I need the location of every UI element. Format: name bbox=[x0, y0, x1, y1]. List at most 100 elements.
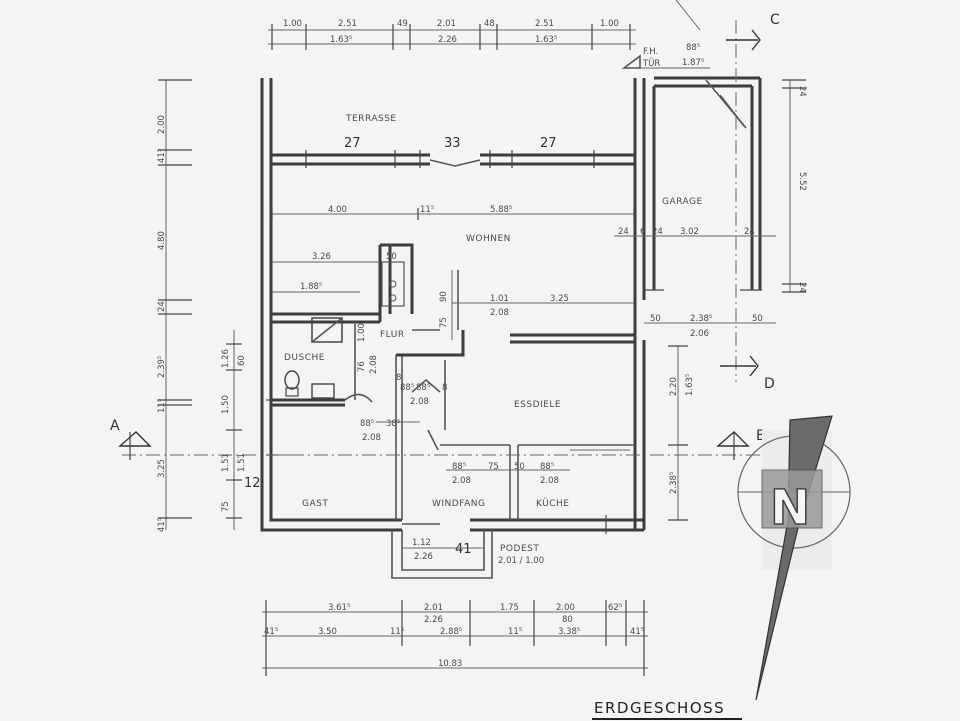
svg-text:2.08: 2.08 bbox=[490, 308, 509, 318]
podest-outline bbox=[391, 530, 493, 579]
section-markers: A B C D bbox=[110, 12, 780, 460]
dim-right-ess-2: 1.63⁵ bbox=[685, 374, 695, 396]
svg-text:F.H.: F.H. bbox=[643, 47, 658, 57]
svg-text:2.08: 2.08 bbox=[540, 476, 559, 486]
svg-text:1.12: 1.12 bbox=[412, 538, 431, 548]
dim-total: 10.83 bbox=[438, 659, 462, 669]
svg-text:2.01 / 1.00: 2.01 / 1.00 bbox=[498, 556, 544, 566]
north-compass: N bbox=[737, 415, 851, 701]
svg-text:75: 75 bbox=[439, 317, 449, 328]
svg-text:38⁵: 38⁵ bbox=[386, 419, 400, 429]
svg-text:41⁵: 41⁵ bbox=[264, 627, 278, 637]
svg-text:75: 75 bbox=[488, 462, 499, 472]
dim-left-inner-3: 1.50 bbox=[221, 395, 231, 414]
svg-text:1.01: 1.01 bbox=[490, 294, 509, 304]
svg-text:8: 8 bbox=[442, 383, 447, 393]
svg-text:3.25: 3.25 bbox=[550, 294, 569, 304]
dim-garage-r2: 5.52 bbox=[797, 172, 807, 191]
dim-garage-r3: 24 bbox=[797, 282, 807, 293]
room-wohnen: WOHNEN bbox=[466, 234, 511, 244]
dim-garage-b2: 2.38⁵ bbox=[690, 314, 712, 324]
dim-top-9: 2.26 bbox=[438, 35, 457, 45]
dim-top-3: 49 bbox=[397, 19, 408, 29]
door-note: F.H. TÜR 88⁵ 1.87⁵ bbox=[621, 0, 710, 69]
stove bbox=[381, 261, 405, 307]
dim-top-6: 2.51 bbox=[535, 19, 554, 29]
house-walls bbox=[260, 78, 646, 534]
dim-left-inner-6: 75 bbox=[221, 501, 231, 512]
garage-dimension-lines bbox=[614, 79, 806, 521]
garage-dimension-values: 24 5.52 24 24 6 24 3.02 24 50 2.38⁵ 50 2… bbox=[618, 86, 807, 494]
window-marks: 27 33 27 12 41 bbox=[244, 136, 557, 557]
svg-text:11⁵: 11⁵ bbox=[390, 627, 404, 637]
svg-text:8: 8 bbox=[396, 373, 401, 383]
dim-left-4: 24 bbox=[157, 301, 167, 312]
svg-text:2.26: 2.26 bbox=[424, 615, 443, 625]
dim-top-10: 1.63⁵ bbox=[535, 35, 557, 45]
dim-garage-i4: 3.02 bbox=[680, 227, 699, 237]
room-garage: GARAGE bbox=[662, 197, 703, 207]
window-mark-5: 41 bbox=[455, 542, 472, 557]
svg-text:3.26: 3.26 bbox=[312, 252, 331, 262]
interior-dimension-values: 4.00 11⁵ 5.88⁵ 3.26 50 1.88⁵ 90 75 1.01 … bbox=[300, 205, 569, 566]
svg-text:1.88⁵: 1.88⁵ bbox=[300, 282, 322, 292]
room-terrasse: TERRASSE bbox=[345, 114, 397, 124]
bottom-dimension-values: 3.61⁵ 2.01 2.26 1.75 2.00 80 62⁵ 41⁵ 3.5… bbox=[264, 603, 644, 669]
dim-left-1: 2.00 bbox=[157, 115, 167, 134]
svg-text:2.08: 2.08 bbox=[410, 397, 429, 407]
room-labels: TERRASSE WOHNEN FLUR DUSCHE ESSDIELE GAS… bbox=[284, 114, 703, 554]
shower-tray bbox=[311, 317, 343, 343]
svg-text:4.00: 4.00 bbox=[328, 205, 347, 215]
svg-text:88⁵: 88⁵ bbox=[360, 419, 374, 429]
room-dusche: DUSCHE bbox=[284, 353, 325, 363]
dim-top-8: 1.63⁵ bbox=[330, 35, 352, 45]
compass-letter: N bbox=[770, 480, 810, 536]
dim-garage-i3: 24 bbox=[652, 227, 663, 237]
room-windfang: WINDFANG bbox=[432, 499, 485, 509]
svg-text:2.00: 2.00 bbox=[556, 603, 575, 613]
svg-text:2.01: 2.01 bbox=[424, 603, 443, 613]
dim-left-inner-2: 60 bbox=[237, 355, 247, 366]
svg-text:90: 90 bbox=[439, 291, 449, 302]
section-d: D bbox=[764, 376, 775, 392]
dim-top-2: 2.51 bbox=[338, 19, 357, 29]
room-kueche: KÜCHE bbox=[536, 498, 570, 509]
dim-left-3: 4.80 bbox=[157, 231, 167, 250]
svg-text:41⁵: 41⁵ bbox=[630, 627, 644, 637]
window-mark-3: 27 bbox=[540, 136, 557, 151]
dim-left-6: 11⁵ bbox=[157, 399, 167, 413]
dim-top-1: 1.00 bbox=[283, 19, 302, 29]
svg-text:88⁵: 88⁵ bbox=[540, 462, 554, 472]
top-dimension-lines bbox=[268, 24, 636, 50]
dim-garage-r1: 24 bbox=[797, 86, 807, 97]
interior-dimension-lines bbox=[271, 208, 635, 471]
svg-text:76: 76 bbox=[357, 361, 367, 372]
garage-walls bbox=[644, 76, 762, 291]
dim-top-4: 2.01 bbox=[437, 19, 456, 29]
room-podest: PODEST bbox=[500, 544, 539, 554]
svg-text:2.08: 2.08 bbox=[369, 355, 379, 374]
dim-left-inner-5: 1.51 bbox=[237, 453, 247, 472]
dim-garage-i2: 6 bbox=[640, 227, 645, 237]
dim-left-7: 3.25 bbox=[157, 459, 167, 478]
svg-text:88⁵: 88⁵ bbox=[416, 383, 430, 393]
svg-text:11⁵: 11⁵ bbox=[508, 627, 522, 637]
dim-garage-i5: 24 bbox=[744, 227, 755, 237]
window-mark-2: 33 bbox=[444, 136, 461, 151]
svg-text:3.61⁵: 3.61⁵ bbox=[328, 603, 350, 613]
window-mark-4: 12 bbox=[244, 476, 261, 491]
section-b: B bbox=[756, 428, 766, 444]
dim-left-inner-4: 1.51 bbox=[221, 453, 231, 472]
dim-top-5: 48 bbox=[484, 19, 495, 29]
dim-left-5: 2.39⁵ bbox=[157, 356, 167, 378]
bathroom-fixtures bbox=[284, 261, 405, 399]
svg-text:TÜR: TÜR bbox=[642, 58, 660, 69]
section-c: C bbox=[770, 12, 780, 28]
washbasin bbox=[311, 383, 335, 399]
svg-text:80: 80 bbox=[562, 615, 573, 625]
dim-garage-b3: 50 bbox=[752, 314, 763, 324]
room-gast: GAST bbox=[302, 499, 328, 509]
drawing-title: ERDGESCHOSS bbox=[592, 699, 742, 720]
left-dimension-values: 2.00 41⁵ 4.80 24 2.39⁵ 11⁵ 3.25 41⁵ 1.26… bbox=[157, 115, 247, 532]
dim-right-ess-3: 2.38⁵ bbox=[669, 472, 679, 494]
